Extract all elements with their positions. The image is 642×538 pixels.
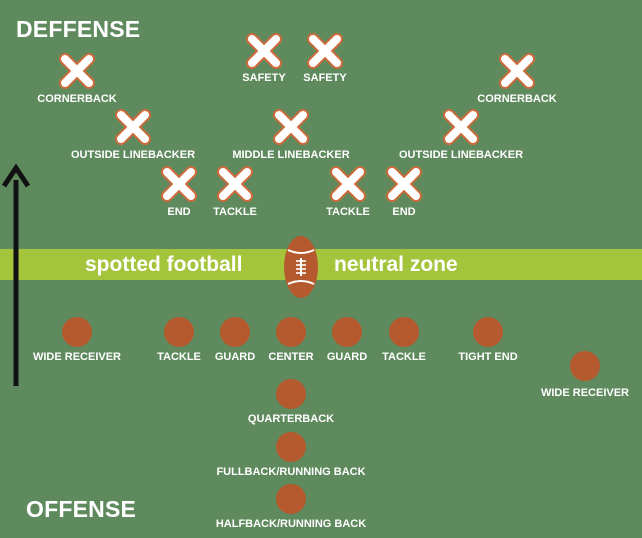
offense-wide-receiver-left-circle-icon	[62, 317, 92, 347]
defense-middle-linebacker-label: MIDDLE LINEBACKER	[232, 149, 350, 161]
offense-quarterback-label: QUARTERBACK	[247, 413, 335, 425]
defense-cornerback-left-x-mark-icon	[59, 53, 95, 89]
defense-cornerback-right-x-mark-icon	[499, 53, 535, 89]
offense-guard-right-label: GUARD	[326, 351, 368, 363]
defense-tackle-left-label: TACKLE	[213, 206, 257, 218]
defense-cornerback-right-label: CORNERBACK	[477, 93, 557, 105]
offense-wide-receiver-right-label: WIDE RECEIVER	[540, 387, 630, 399]
offense-tackle-right-circle-icon	[389, 317, 419, 347]
offense-wide-receiver-left-label: WIDE RECEIVER	[32, 351, 122, 363]
offense-title: OFFENSE	[26, 496, 137, 522]
defense-tackle-right-x-mark-icon	[330, 166, 366, 202]
neutral-zone-label: neutral zone	[334, 253, 458, 276]
offense-quarterback-circle-icon	[276, 379, 306, 409]
offense-fullback-circle-icon	[276, 432, 306, 462]
defense-tackle-left-x-mark-icon	[217, 166, 253, 202]
defense-safety-2-x-mark-icon	[307, 33, 343, 69]
offense-guard-left-circle-icon	[220, 317, 250, 347]
offense-halfback-circle-icon	[276, 484, 306, 514]
defense-outside-linebacker-right-label: OUTSIDE LINEBACKER	[398, 149, 524, 161]
defense-outside-linebacker-left-x-mark-icon	[115, 109, 151, 145]
defense-outside-linebacker-right-x-mark-icon	[443, 109, 479, 145]
defense-safety-1-x-mark-icon	[246, 33, 282, 69]
spotted-football-label: spotted football	[85, 253, 243, 276]
offense-center-circle-icon	[276, 317, 306, 347]
defense-end-right-label: END	[392, 206, 416, 218]
offense-fullback-label: FULLBACK/RUNNING BACK	[216, 466, 366, 478]
defense-outside-linebacker-left-label: OUTSIDE LINEBACKER	[70, 149, 196, 161]
offense-tackle-right-label: TACKLE	[382, 351, 426, 363]
defense-middle-linebacker-x-mark-icon	[273, 109, 309, 145]
offense-wide-receiver-right-circle-icon	[570, 351, 600, 381]
offense-tackle-left-label: TACKLE	[157, 351, 201, 363]
offense-guard-right-circle-icon	[332, 317, 362, 347]
neutral-zone-band	[0, 249, 642, 280]
defense-end-left-x-mark-icon	[161, 166, 197, 202]
defense-safety-1-label: SAFETY	[242, 72, 286, 84]
offense-tight-end-label: TIGHT END	[458, 351, 518, 363]
offense-guard-left-label: GUARD	[214, 351, 256, 363]
defense-tackle-right-label: TACKLE	[326, 206, 370, 218]
offense-tight-end-circle-icon	[473, 317, 503, 347]
defense-end-left-label: END	[167, 206, 191, 218]
defense-end-right-x-mark-icon	[386, 166, 422, 202]
defense-safety-2-label: SAFETY	[303, 72, 347, 84]
offense-tackle-left-circle-icon	[164, 317, 194, 347]
defense-title: DEFFENSE	[16, 16, 141, 42]
defense-cornerback-left-label: CORNERBACK	[37, 93, 117, 105]
offense-center-label: CENTER	[268, 351, 314, 363]
offense-halfback-label: HALFBACK/RUNNING BACK	[215, 518, 367, 530]
